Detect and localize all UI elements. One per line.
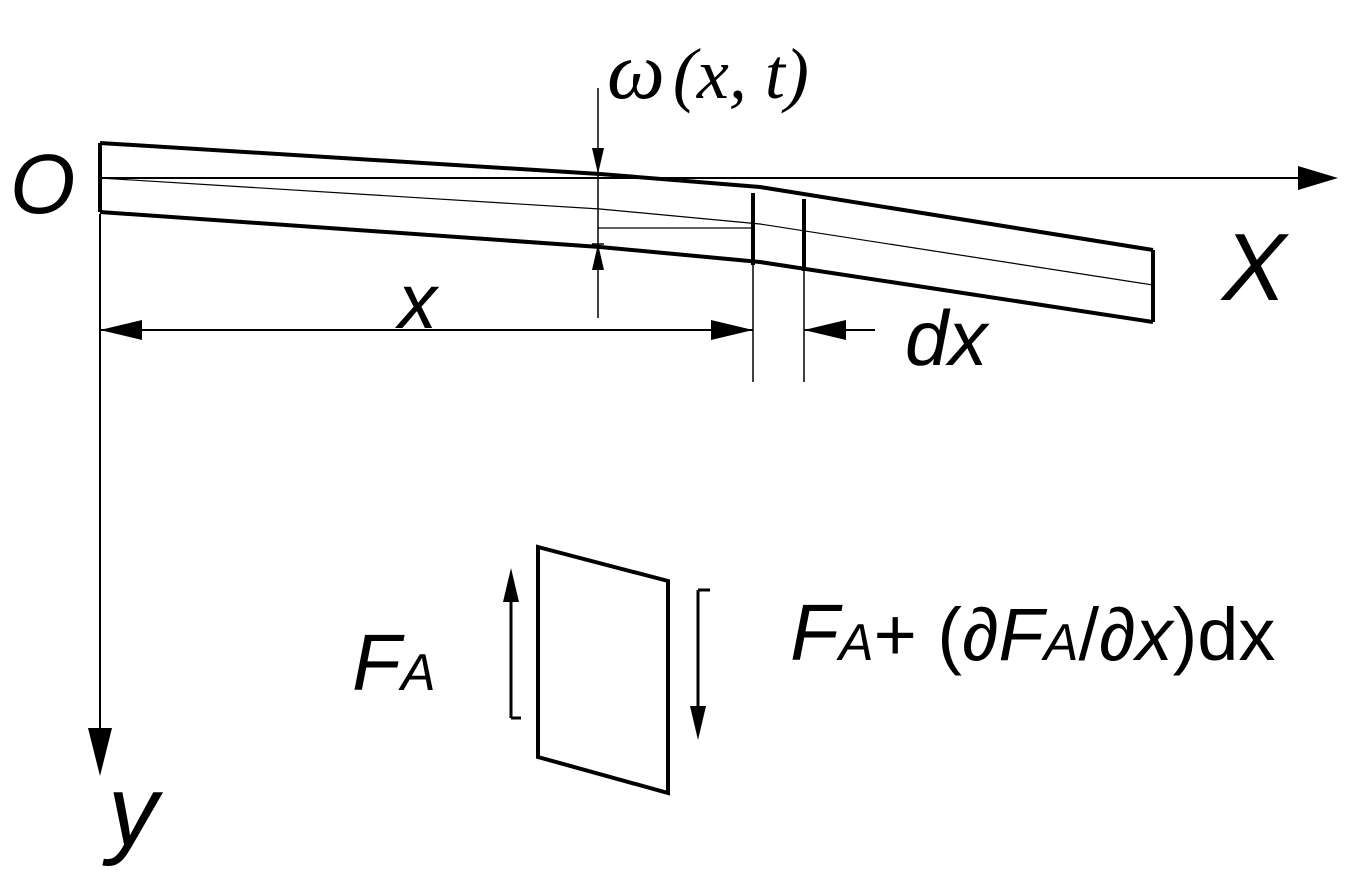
x-dim-arrow-right — [711, 320, 753, 340]
x-axis — [100, 166, 1338, 190]
beam-top-edge — [99, 141, 1154, 252]
x-axis-arrowhead — [1298, 166, 1338, 190]
deflection-indicator — [592, 88, 604, 318]
deflection-arrow-up — [592, 244, 604, 270]
beam — [98, 141, 1155, 324]
force-left-label: FA — [352, 618, 436, 707]
force-right-label: FA+ (∂FA/∂x)dx — [790, 588, 1275, 677]
y-axis-arrowhead — [88, 728, 112, 776]
deflection-arrow-down — [592, 148, 604, 174]
free-body-element — [536, 544, 670, 796]
x-axis-label: X — [1220, 214, 1290, 321]
force-arrow-left — [503, 568, 521, 720]
y-axis — [88, 214, 112, 776]
dx-label: dx — [905, 294, 990, 382]
deflection-omega: ω — [607, 25, 665, 116]
dx-dim-arrow — [804, 320, 846, 340]
beam-neutral-line — [99, 177, 1154, 286]
x-dim-arrow-left — [100, 320, 142, 340]
position-x-label: x — [394, 257, 440, 345]
y-axis-label: y — [102, 755, 164, 867]
force-arrow-right — [690, 588, 710, 740]
origin-label: O — [10, 137, 75, 231]
x-dimension — [100, 320, 753, 340]
beam-bottom-edge — [99, 210, 1154, 324]
deflection-label: ω(x, t) — [607, 25, 809, 116]
deflection-args: (x, t) — [673, 34, 809, 114]
dx-dimension — [804, 320, 875, 340]
